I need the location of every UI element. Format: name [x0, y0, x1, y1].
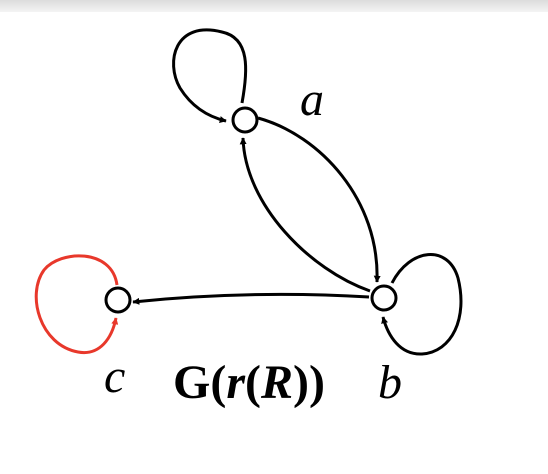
top-rule	[0, 0, 548, 12]
edge-b-self-loop	[381, 253, 463, 356]
caption-r: r	[226, 356, 246, 409]
node-b	[370, 284, 398, 312]
edge-b-to-c	[132, 292, 370, 305]
caption-prefix: G(	[173, 356, 226, 409]
node-b-label: b	[378, 356, 402, 409]
caption-suffix: ))	[293, 356, 325, 409]
graph-caption: G(r(R))	[173, 356, 325, 409]
edge-c-self-loop	[34, 254, 119, 355]
node-c	[104, 286, 132, 314]
node-a-label: a	[300, 73, 324, 126]
node-a	[231, 106, 259, 134]
edge-a-to-b	[257, 116, 381, 283]
caption-mid: (	[245, 356, 261, 409]
edge-b-to-a	[239, 137, 371, 293]
caption-R: R	[260, 356, 293, 409]
node-c-label: c	[104, 350, 125, 403]
edge-a-self-loop	[172, 28, 248, 123]
